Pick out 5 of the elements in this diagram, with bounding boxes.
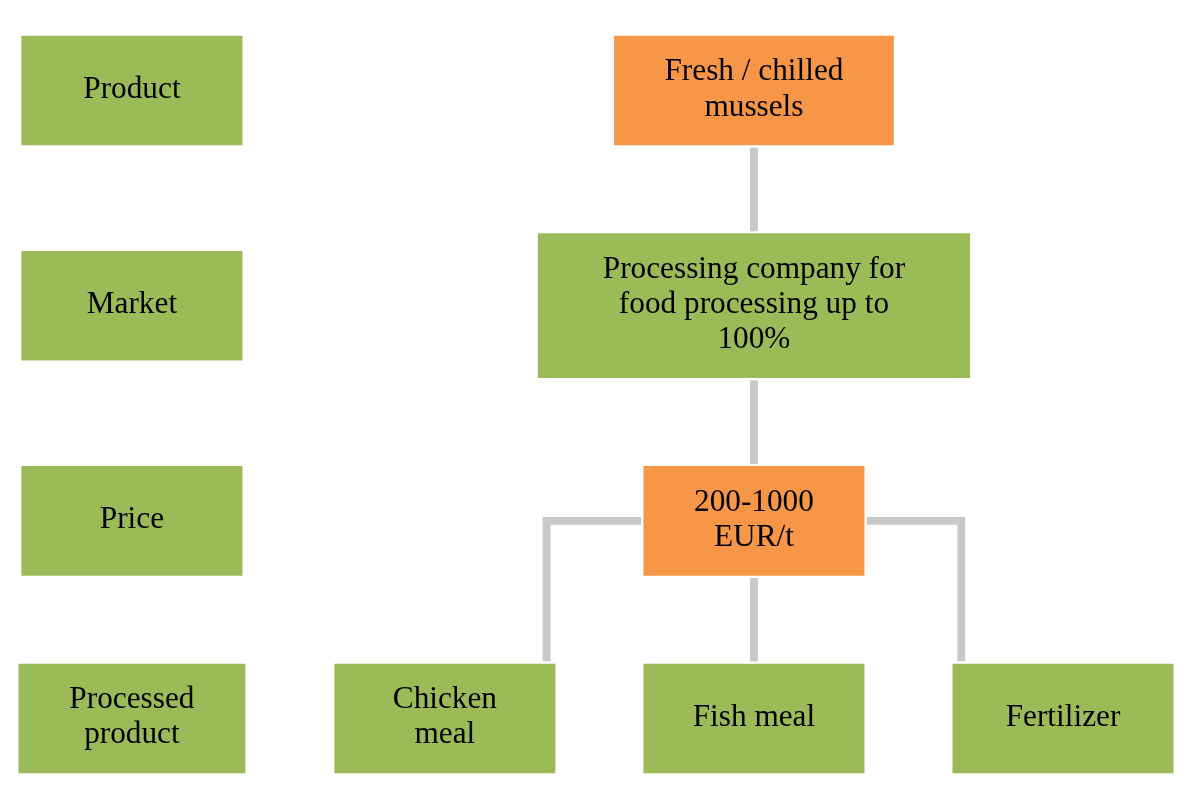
connector bbox=[750, 578, 758, 662]
connector bbox=[542, 517, 642, 662]
connector bbox=[866, 517, 966, 662]
connector bbox=[750, 380, 758, 464]
connector bbox=[750, 147, 758, 232]
